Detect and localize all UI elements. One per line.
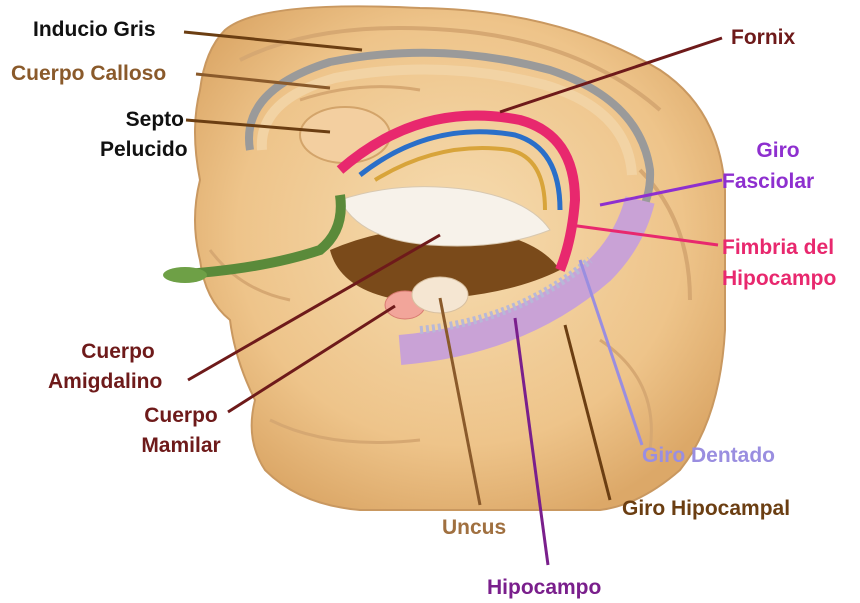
label-giro-fasciolar-2: Fasciolar (722, 170, 814, 194)
label-giro-dentado: Giro Dentado (642, 444, 775, 468)
label-cuerpo-amigdalino-2: Amigdalino (48, 370, 162, 394)
label-hipocampo: Hipocampo (487, 576, 601, 600)
septum-shape (300, 107, 390, 163)
label-pelucido: Pelucido (100, 138, 188, 162)
label-inducio-gris: Inducio Gris (33, 18, 156, 42)
label-cuerpo-mamilar-2: Mamilar (132, 434, 230, 458)
uncus-shape (412, 277, 468, 313)
label-cuerpo-calloso: Cuerpo Calloso (11, 62, 166, 86)
label-giro-hipocampal: Giro Hipocampal (622, 497, 790, 521)
label-fimbria-1: Fimbria del (722, 236, 834, 260)
label-uncus: Uncus (442, 516, 506, 540)
label-fimbria-2: Hipocampo (722, 267, 836, 291)
label-giro-fasciolar-1: Giro (722, 139, 834, 163)
label-cuerpo-amigdalino-1: Cuerpo (48, 340, 188, 364)
label-cuerpo-mamilar-1: Cuerpo (132, 404, 230, 428)
label-septo: Septo (100, 108, 184, 132)
label-fornix: Fornix (731, 26, 795, 50)
olfactory-bulb (163, 267, 207, 283)
